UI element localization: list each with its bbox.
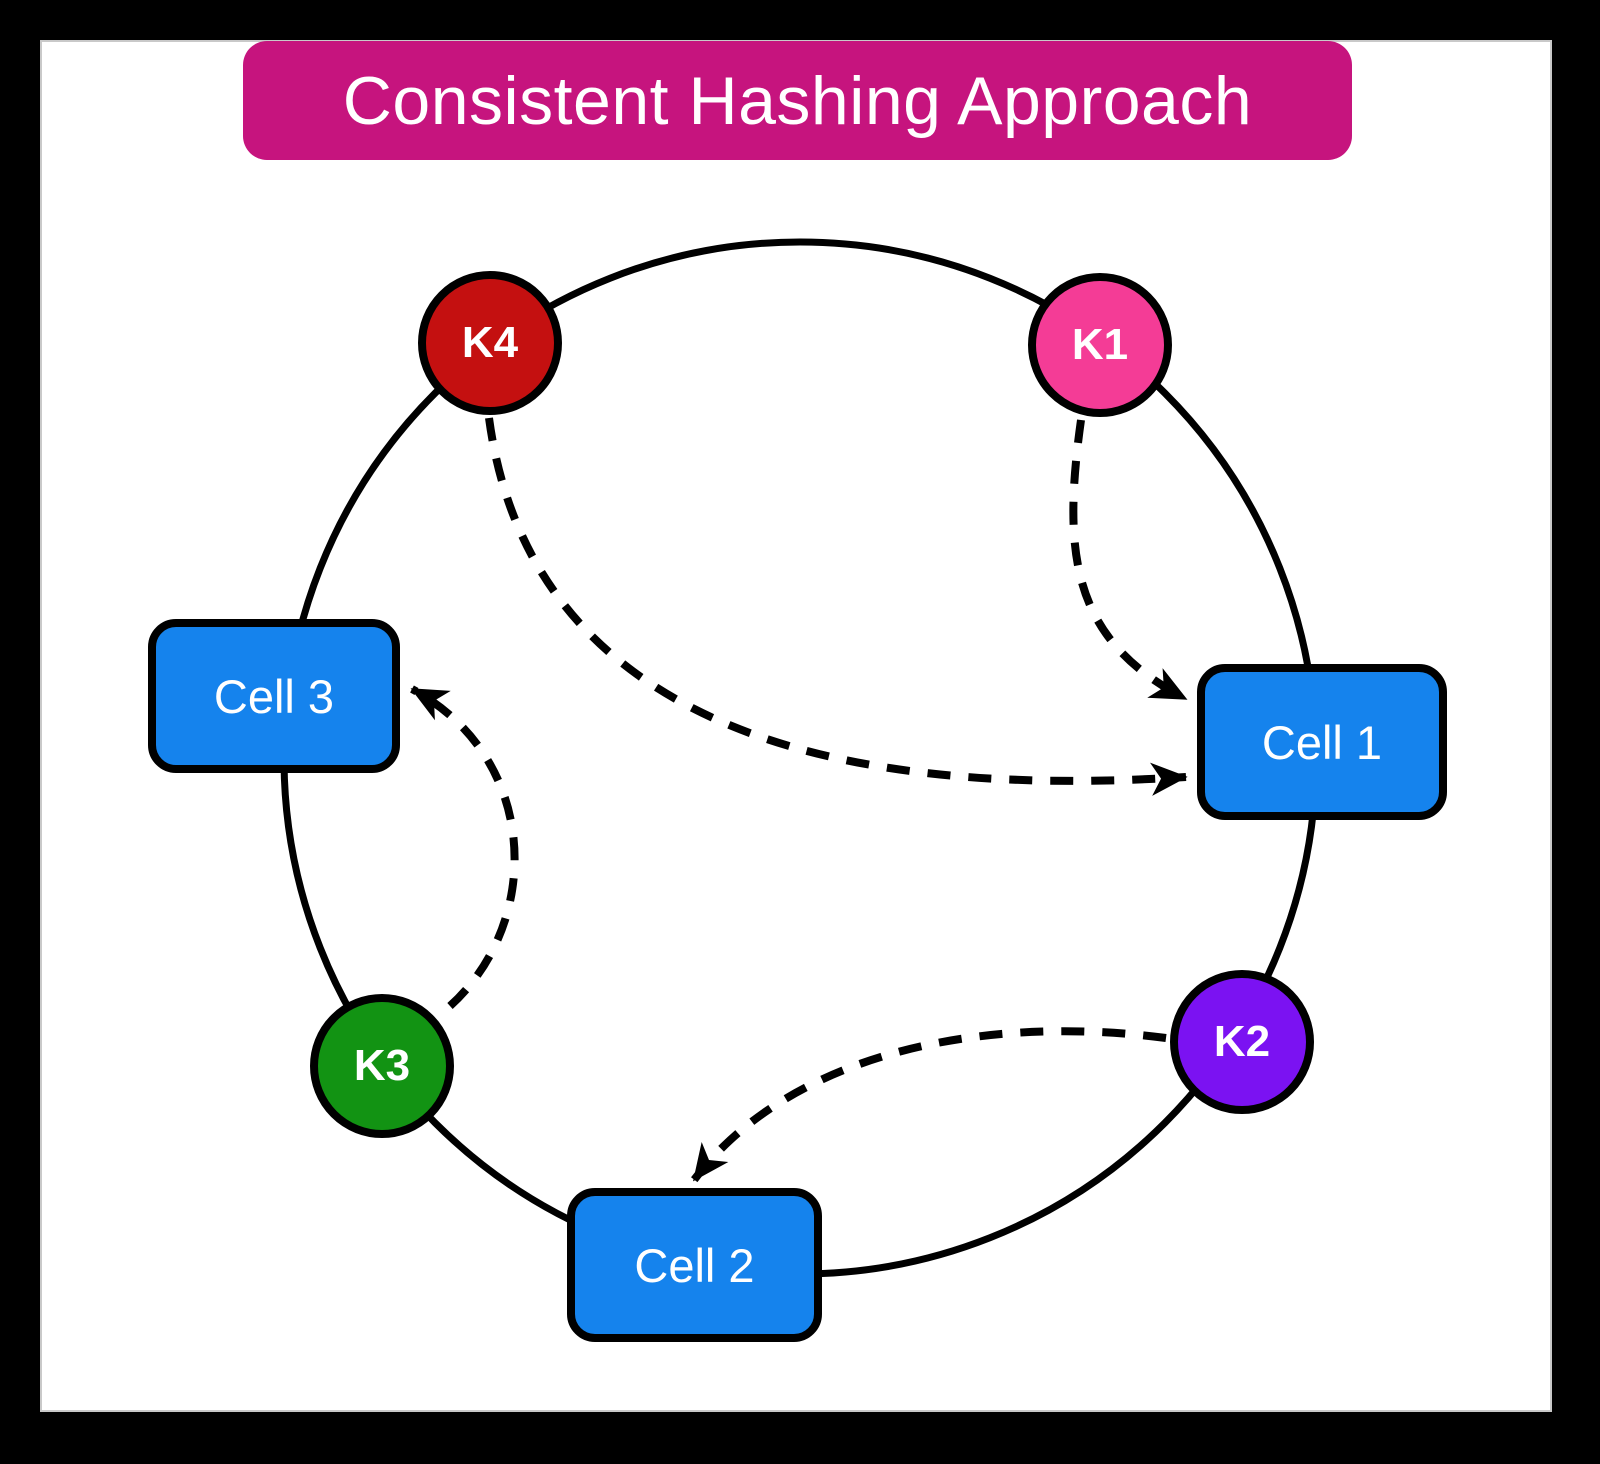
key-node-k2: K2: [1170, 970, 1314, 1114]
cell-box-3: Cell 3: [148, 619, 400, 773]
key-node-k2-label: K2: [1213, 1017, 1271, 1066]
key-node-k4-label: K4: [461, 318, 519, 367]
edge-k4-to-cell1: [485, 417, 1188, 796]
edge-k3-to-cell3: [410, 685, 519, 1009]
cell-box-1: Cell 1: [1197, 664, 1447, 820]
page-title: Consistent Hashing Approach: [342, 62, 1253, 139]
key-node-k1-label: K1: [1071, 320, 1129, 369]
edge-k2-to-cell2: [690, 1027, 1167, 1183]
key-node-k1: K1: [1028, 273, 1172, 417]
cell-box-2-label: Cell 2: [634, 1238, 755, 1292]
key-node-k3-label: K3: [353, 1041, 411, 1090]
hash-ring-circle: [280, 238, 1320, 1278]
title-banner: Consistent Hashing Approach: [243, 41, 1352, 160]
key-node-k3: K3: [310, 994, 454, 1138]
cell-box-1-label: Cell 1: [1261, 715, 1383, 769]
key-node-k4: K4: [418, 271, 562, 415]
edge-k1-to-cell1: [1069, 419, 1188, 703]
cell-box-2: Cell 2: [567, 1188, 822, 1342]
cell-box-3-label: Cell 3: [213, 669, 335, 723]
